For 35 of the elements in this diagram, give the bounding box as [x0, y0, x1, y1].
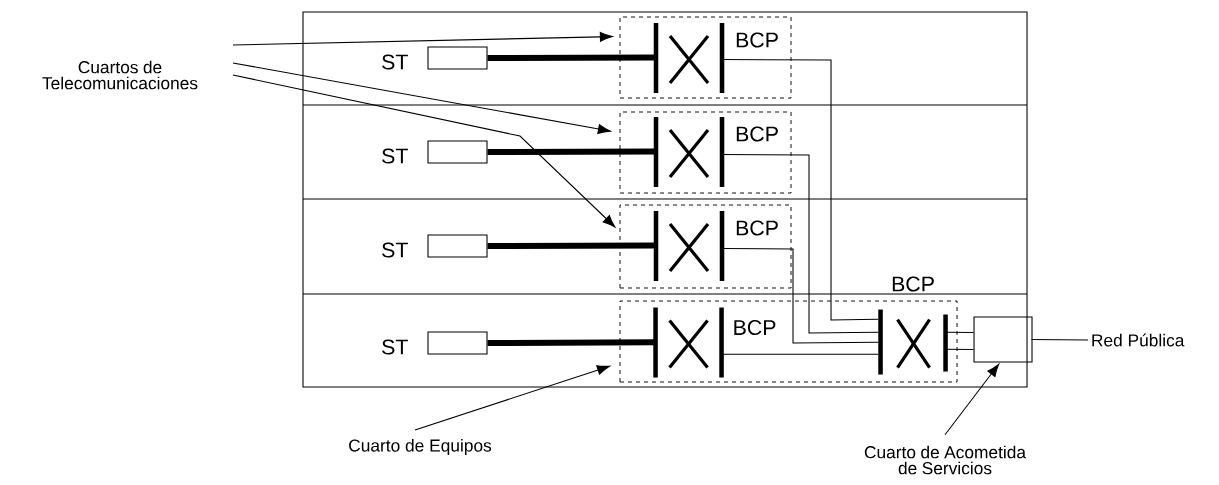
- arrow: [232, 62, 611, 134]
- connector-line: [487, 242, 656, 249]
- connector-line: [1030, 338, 1089, 341]
- label-text: Cuartos de Telecomunicaciones: [42, 60, 198, 90]
- cross-connect-drawing: [878, 309, 948, 375]
- arrow: [414, 365, 610, 431]
- connector-line: [721, 248, 879, 344]
- cross-connect-box: BCP: [619, 16, 792, 99]
- node-label: ST: [382, 54, 408, 70]
- node-label: BCP: [892, 276, 934, 292]
- node-label: ST: [382, 148, 408, 164]
- label-text: Red Pública: [1092, 333, 1185, 347]
- connector-line: [721, 154, 879, 334]
- connector-line: [720, 353, 879, 355]
- connector-line: [487, 339, 656, 346]
- node-label: ST: [382, 339, 408, 355]
- cross-connect-box: BCP: [619, 204, 792, 289]
- cross-connect-box: BCP: [619, 111, 792, 194]
- outlet-box: ST: [382, 46, 488, 70]
- connector-line: [487, 54, 656, 61]
- label-text: Cuarto de Equipos: [349, 438, 492, 456]
- arrow: [232, 31, 613, 46]
- connector-line: [487, 148, 656, 155]
- arrow: [232, 74, 616, 228]
- connector-line: [721, 59, 879, 321]
- entrance-box: [973, 316, 1033, 363]
- arrow: [944, 363, 1000, 436]
- outlet-box: ST: [382, 234, 488, 258]
- outlet-box: ST: [382, 331, 488, 355]
- connector-line: [944, 348, 974, 350]
- node-label: ST: [382, 242, 408, 258]
- cross-connect: BCP: [653, 307, 776, 378]
- label-text: Cuarto de Acometida de Servicios: [864, 445, 1026, 475]
- connector-line: [944, 331, 974, 333]
- outlet-box: ST: [382, 140, 488, 164]
